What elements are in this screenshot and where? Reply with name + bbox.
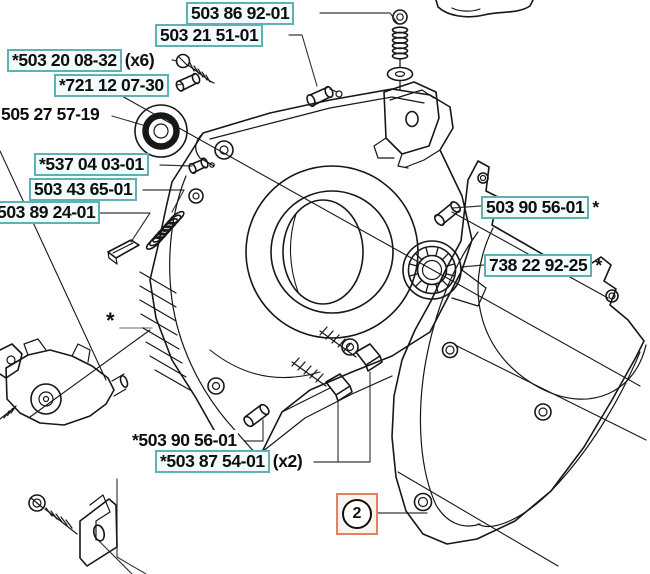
screw-x6: [175, 53, 215, 84]
footnote-asterisk: *: [595, 255, 602, 275]
screws-x2: [291, 326, 383, 402]
oil-seal: [134, 104, 188, 158]
part-label-503-90-56-01-bottom: *503 90 56-01: [131, 430, 238, 450]
part-number: *503 20 08-32: [7, 49, 122, 72]
part-label-503-43-65-01[interactable]: 503 43 65-01: [29, 178, 140, 201]
cutoff-part: [435, 0, 534, 18]
item-2-callout[interactable]: 2: [336, 493, 378, 535]
part-number: *503 87 54-01: [155, 450, 270, 473]
bolt-spring-washer: [386, 9, 414, 91]
crankshaft-assembly: [0, 338, 129, 426]
spring: [145, 210, 185, 250]
part-number: 503 86 92-01: [186, 2, 295, 25]
part-number: 738 22 92-25: [484, 254, 593, 277]
part-label-503-89-24-01[interactable]: 503 89 24-01: [0, 201, 103, 224]
part-label-505-27-57-19: 505 27 57-19: [0, 104, 101, 124]
bracket-part: [373, 81, 440, 169]
cooling-fins: [139, 271, 191, 391]
part-number: *503 90 56-01: [131, 430, 238, 450]
quantity-suffix: (x6): [124, 50, 155, 70]
part-number: *537 04 03-01: [34, 153, 149, 176]
part-label-537-04-03-01[interactable]: *537 04 03-01: [34, 153, 152, 176]
part-label-503-87-54-01[interactable]: *503 87 54-01(x2): [155, 450, 303, 473]
part-number: 503 21 51-01: [155, 24, 264, 47]
part-number: 505 27 57-19: [0, 104, 101, 124]
part-label-503-86-92-01[interactable]: 503 86 92-01: [186, 2, 297, 25]
item-number-circle: 2: [342, 499, 372, 529]
part-label-503-21-51-01[interactable]: 503 21 51-01: [155, 24, 266, 47]
part-number: 503 89 24-01: [0, 201, 101, 224]
part-number: 503 43 65-01: [29, 178, 138, 201]
crankcase: [139, 88, 487, 469]
quantity-suffix: (x2): [272, 451, 303, 471]
key-bar: [107, 239, 140, 265]
asterisk-marker: *: [106, 308, 115, 333]
item-number: 2: [352, 505, 362, 522]
dowel-pin-lower: [243, 403, 270, 428]
part-label-503-20-08-32[interactable]: *503 20 08-32(x6): [7, 49, 155, 72]
part-label-738-22-92-25[interactable]: 738 22 92-25*: [484, 254, 602, 277]
part-number: 503 90 56-01: [481, 196, 590, 219]
footnote-asterisk: *: [592, 197, 599, 217]
part-number: *721 12 07-30: [54, 74, 169, 97]
ball-bearing: [402, 240, 462, 300]
part-label-721-12-07-30[interactable]: *721 12 07-30: [54, 74, 172, 97]
pin-721: [175, 72, 201, 92]
mount-plate-and-screw: [28, 494, 118, 567]
dowel-pin-upper: [433, 201, 462, 226]
part-label-503-90-56-01-right[interactable]: 503 90 56-01*: [481, 196, 599, 219]
